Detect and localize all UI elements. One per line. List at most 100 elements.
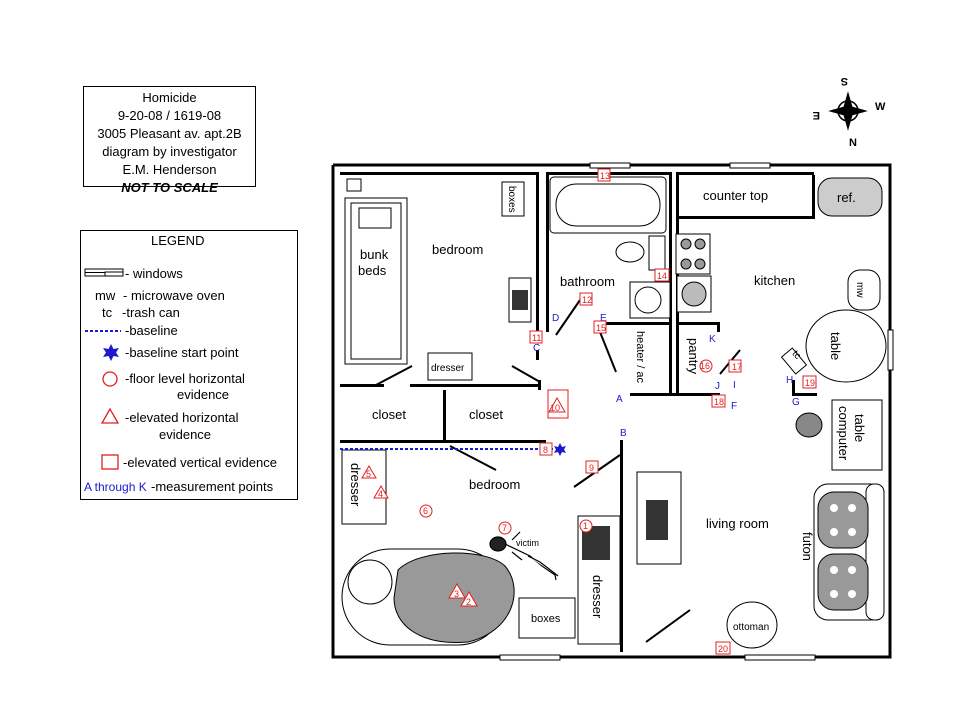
evidence-4-icon: [373, 485, 389, 499]
evidence-3-icon: [448, 582, 466, 599]
evidence-12: 12: [582, 295, 592, 305]
evidence-11: 11: [532, 333, 541, 343]
toilet-bowl: [615, 241, 645, 263]
evidence-6-icon: [419, 504, 433, 518]
evidence-18: 18: [714, 397, 724, 407]
dresser-top-label: dresser: [431, 363, 465, 374]
evidence-7: 7: [502, 523, 507, 533]
window-kitchen: [729, 162, 771, 169]
evidence-16: 16: [700, 361, 710, 371]
legend-symbols: [84, 268, 124, 470]
ottoman-label: ottoman: [733, 622, 769, 633]
bedroom-bottom-label: bedroom: [469, 477, 520, 492]
title-line-1: Homicide: [142, 90, 197, 105]
evidence-floor-markers: [419, 359, 713, 535]
title-line-3: 3005 Pleasant av. apt.2B: [97, 126, 242, 141]
title-line-4: diagram by investigator: [102, 144, 237, 159]
table-label: table: [828, 332, 843, 360]
legend-baseline: -baseline: [125, 323, 178, 338]
ottoman: [726, 601, 778, 649]
window-bedroom-bottom: [499, 654, 561, 661]
legend-tc-desc: -trash can: [122, 305, 180, 320]
evidence-2: 2: [466, 597, 471, 607]
point-e: E: [600, 313, 607, 324]
pantry-label: pantry: [686, 338, 701, 375]
title-block: Homicide 9-20-08 / 1619-08 3005 Pleasant…: [83, 86, 256, 195]
evidence-17: 17: [732, 362, 742, 372]
evidence-3: 3: [454, 589, 459, 599]
bunk-label-1: bunk: [360, 247, 389, 262]
elevated-vertical-icon: [101, 454, 119, 470]
title-line-5: E.M. Henderson: [122, 162, 217, 177]
evidence-floor-numbers: 6 7 1 16: [423, 361, 710, 533]
dresser-left-label: dresser: [348, 463, 363, 507]
baseline-start-icon: [103, 344, 119, 361]
evidence-vertical-markers: [529, 168, 817, 655]
window-symbol-icon: [84, 268, 124, 277]
point-i: I: [733, 380, 736, 391]
boxes-bottom: [518, 597, 576, 639]
bunk-label-2: beds: [358, 263, 387, 278]
evidence-18-icon: [711, 394, 726, 408]
legend-mw-key: mw: [95, 288, 116, 303]
evidence-5: 5: [366, 469, 371, 479]
point-j: J: [715, 381, 720, 392]
boxes-top-label: boxes: [506, 186, 517, 213]
chair: [795, 412, 823, 438]
title-line-2: 9-20-08 / 1619-08: [117, 108, 222, 123]
legend: LEGEND - windows mw - microwave oven tc …: [80, 230, 298, 500]
heater-label: heater / ac: [634, 331, 646, 383]
evidence-elevated-numbers: 10 5 4 3 2: [366, 403, 560, 607]
evidence-10: 10: [550, 403, 560, 413]
floor-evidence-icon: [102, 371, 118, 387]
evidence-14-icon: [654, 268, 670, 282]
dresser-left: [341, 449, 387, 525]
point-a: A: [616, 394, 623, 405]
legend-heading: LEGEND: [151, 233, 205, 248]
legend-elevated-v: -elevated vertical evidence: [123, 455, 277, 470]
stove: [675, 233, 711, 275]
evidence-4: 4: [378, 489, 383, 499]
evidence-vertical-numbers: 11 12 13 14 15 17 18 19 20 8 9: [532, 171, 815, 654]
legend-tc-key: tc: [102, 305, 113, 320]
evidence-7-icon: [498, 521, 512, 535]
microwave: [847, 269, 881, 311]
closet-left-label: closet: [372, 407, 406, 422]
evidence-20-icon: [715, 641, 731, 655]
evidence-8-icon: [539, 442, 553, 456]
point-g: G: [792, 397, 800, 408]
window-living-bottom: [744, 654, 816, 661]
baseline-start-point-icon: [554, 443, 566, 456]
counter-label: counter top: [703, 188, 768, 203]
evidence-19-icon: [802, 375, 817, 389]
closet-right-label: closet: [469, 407, 503, 422]
victim-label: victim: [516, 538, 539, 548]
point-f: F: [731, 401, 737, 412]
evidence-20: 20: [718, 644, 728, 654]
legend-baseline-start: -baseline start point: [125, 345, 239, 360]
point-h: H: [786, 375, 793, 386]
victim-figure-icon: [489, 531, 559, 581]
legend-floor-evidence-2: evidence: [177, 387, 230, 402]
evidence-6: 6: [423, 506, 428, 516]
small-square: [346, 178, 362, 192]
evidence-8: 8: [543, 445, 548, 455]
not-to-scale-note: NOT TO SCALE: [121, 180, 218, 195]
refrigerator: [817, 177, 883, 217]
point-c: C: [533, 343, 540, 354]
toilet-tank: [648, 235, 666, 271]
evidence-1: 1: [583, 521, 588, 531]
bathroom-label: bathroom: [560, 274, 615, 289]
evidence-1-icon: [579, 519, 593, 533]
legend-elevated-h-1: -elevated horizontal: [125, 410, 239, 425]
legend-floor-evidence-1: -floor level horizontal: [125, 371, 245, 386]
legend-mw-desc: - microwave oven: [123, 288, 225, 303]
evidence-9-icon: [585, 460, 599, 474]
evidence-14: 14: [657, 271, 667, 281]
boxes-top: [501, 181, 525, 217]
bedroom-top-label: bedroom: [432, 242, 483, 257]
legend-elevated-h-2: evidence: [159, 427, 212, 442]
evidence-15: 15: [596, 323, 606, 333]
window-living-right: [887, 329, 894, 371]
dresser-top: [427, 352, 473, 381]
